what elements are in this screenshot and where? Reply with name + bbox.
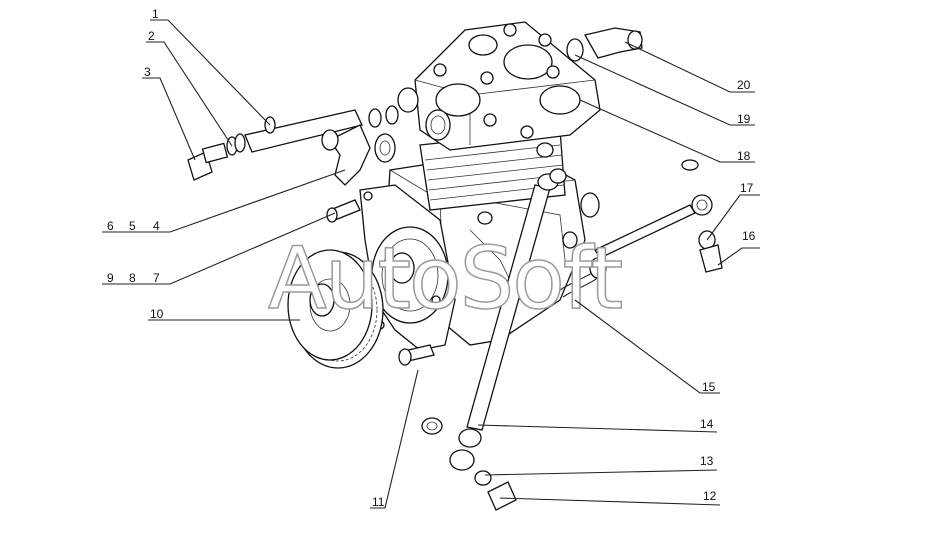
inlet-fittings [187,105,399,223]
callout-11: 11 [372,495,385,509]
callout-8: 8 [129,271,136,285]
inlet-pipe [244,109,363,153]
callout-1: 1 [152,7,159,21]
callout-labels: 1 2 3 4 5 6 7 8 9 10 11 12 13 14 15 16 1… [107,7,756,509]
drive-gear [287,249,384,369]
callout-7: 7 [153,271,160,285]
callout-18: 18 [737,149,751,163]
callout-13: 13 [700,454,714,468]
callout-6: 6 [107,219,114,233]
callout-19: 19 [737,112,751,126]
flange-bolt [398,344,443,435]
elbow-fitting [329,124,371,186]
callout-5: 5 [129,219,136,233]
callout-12: 12 [703,489,717,503]
callout-15: 15 [702,380,716,394]
callout-14: 14 [700,417,714,431]
callout-17: 17 [740,181,754,195]
outlet-elbow [584,27,643,59]
callout-20: 20 [737,78,751,92]
leader-lines [102,19,760,509]
watermark: AutoSoft [268,229,622,329]
callout-2: 2 [148,29,155,43]
callout-9: 9 [107,271,114,285]
head-bolts [433,23,560,139]
callout-3: 3 [144,65,151,79]
outlet-pipe-assembly [449,168,607,511]
callout-10: 10 [150,307,164,321]
outlet-fittings-right [566,27,723,273]
callout-16: 16 [742,229,756,243]
callout-4: 4 [153,219,160,233]
